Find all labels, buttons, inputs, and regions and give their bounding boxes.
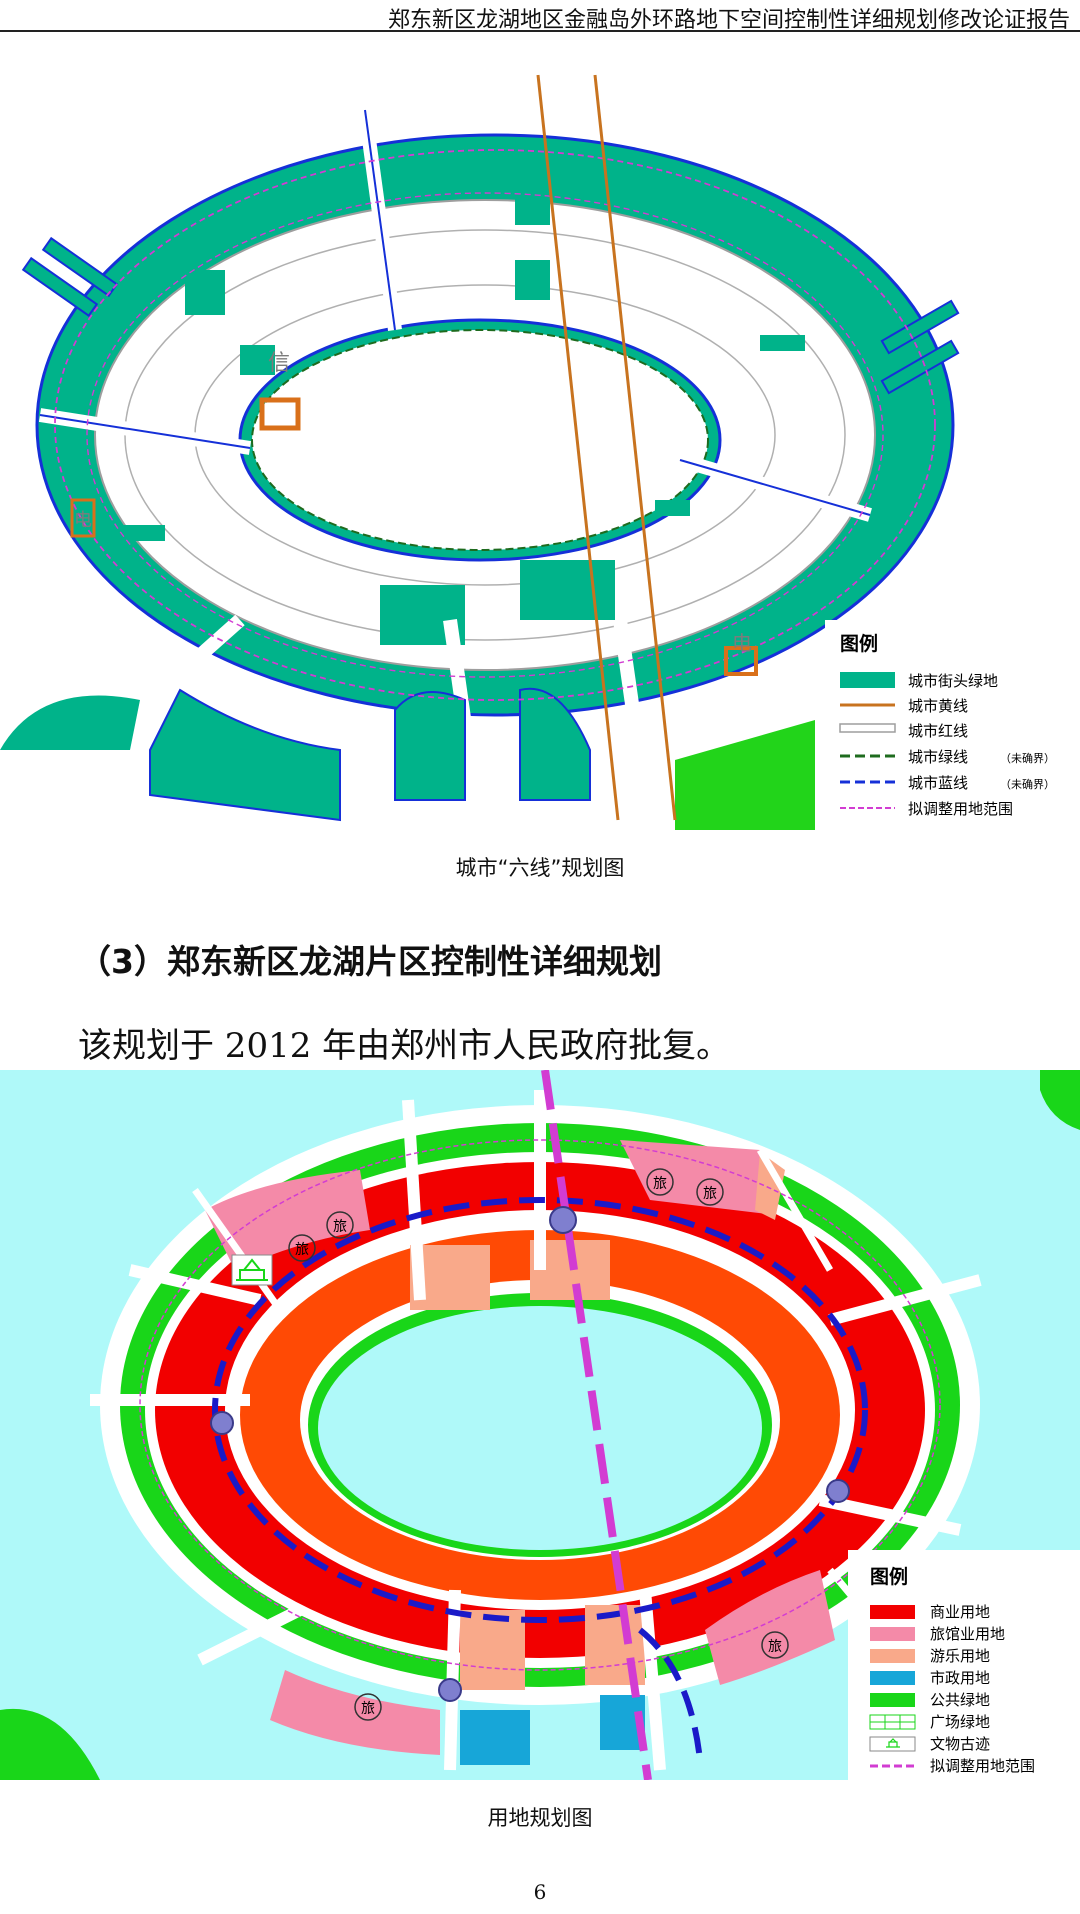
hotel-symbol: 旅: [703, 1186, 717, 1202]
land-use-map: 旅 旅 旅 旅 旅 旅 图例 商业用地 旅馆业用地: [0, 1070, 1080, 1780]
section-heading: （3）郑东新区龙湖片区控制性详细规划: [78, 942, 662, 981]
adjustment-boundary: [54, 149, 936, 701]
map1-label-xin: 信: [268, 351, 290, 376]
hotel-symbol: 旅: [768, 1639, 782, 1655]
map2-magenta-line: [541, 1070, 652, 1780]
yellow-line-a: [536, 74, 620, 821]
map2-legend-title: 图例: [870, 1565, 908, 1588]
map1-caption: 城市“六线”规划图: [455, 856, 625, 880]
map1-legend-note-4: （未确界）: [1000, 778, 1055, 791]
map1-legend: 图例 城市街头绿地 城市黄线 城市红线 城市绿线 （未确界） 城市蓝线 （未确界…: [825, 620, 1080, 830]
map2-legend-label-3: 市政用地: [930, 1669, 990, 1687]
six-lines-map: 信 电 电 图例 城市街头绿地 城市黄线 城市红线 城市绿线 （未确界） 城市蓝…: [0, 74, 1080, 830]
page-number: 6: [533, 1880, 547, 1904]
map2-legend-label-5: 广场绿地: [930, 1713, 990, 1731]
section-paragraph: 该规划于 2012 年由郑州市人民政府批复。: [78, 1026, 731, 1066]
map1-legend-label-1: 城市黄线: [908, 697, 968, 715]
map2-legend-label-6: 文物古迹: [930, 1735, 990, 1753]
map2-legend-label-0: 商业用地: [930, 1603, 990, 1621]
header-title: 郑东新区龙湖地区金融岛外环路地下空间控制性详细规划修改论证报告: [387, 8, 1070, 33]
central-lake: [251, 329, 709, 551]
hotel-symbol: 旅: [653, 1176, 667, 1192]
map2-caption: 用地规划图: [487, 1806, 593, 1830]
map1-legend-title: 图例: [840, 632, 878, 655]
hotel-symbol: 旅: [361, 1701, 375, 1717]
map1-legend-label-3: 城市绿线: [908, 748, 968, 766]
map2-legend-label-1: 旅馆业用地: [930, 1625, 1005, 1643]
map2-central-lake: [318, 1306, 762, 1550]
hotel-symbol: 旅: [295, 1242, 309, 1258]
map1-label-dian-right: 电: [732, 631, 752, 655]
map2-metro-line: [212, 1197, 868, 1623]
map1-label-dian-left: 电: [74, 510, 92, 531]
map2-legend-label-2: 游乐用地: [930, 1647, 990, 1665]
map1-legend-label-4: 城市蓝线: [908, 774, 968, 792]
map2-legend-label-4: 公共绿地: [930, 1691, 990, 1709]
map2-legend: 图例 商业用地 旅馆业用地 游乐用地 市政用地 公共绿地 广场绿地 文物古迹 拟…: [848, 1550, 1080, 1780]
map2-legend-label-7: 拟调整用地范围: [930, 1757, 1035, 1775]
map1-legend-label-5: 拟调整用地范围: [908, 800, 1013, 818]
map2-hotel-markers: 旅 旅 旅 旅 旅 旅: [288, 1168, 789, 1721]
map1-legend-label-0: 城市街头绿地: [908, 672, 998, 690]
map1-legend-note-3: （未确界）: [1000, 752, 1055, 765]
yellow-line-b: [593, 74, 677, 821]
page-header: 郑东新区龙湖地区金融岛外环路地下空间控制性详细规划修改论证报告: [0, 0, 1080, 33]
map1-legend-label-2: 城市红线: [908, 722, 968, 740]
map2-adjustment-boundary: [139, 1139, 941, 1671]
hotel-symbol: 旅: [333, 1219, 347, 1235]
map2-municipal-a: [460, 1710, 530, 1765]
